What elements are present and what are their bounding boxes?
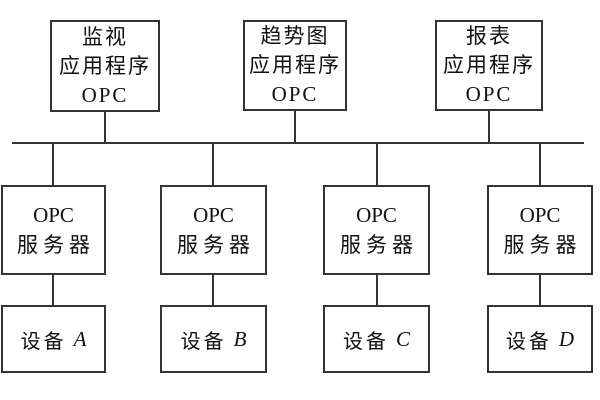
device-c-label: 设备 xyxy=(342,330,389,353)
connector-bus-to-server-3 xyxy=(376,143,378,185)
opc-server-4-line1: OPC xyxy=(519,203,561,227)
connector-bus-to-server-4 xyxy=(539,143,541,185)
connector-server-2-to-device-b xyxy=(212,275,214,305)
connector-server-4-to-device-d xyxy=(539,275,541,305)
monitor-application-line2: 应用程序 xyxy=(59,53,151,78)
device-c-id: C xyxy=(395,326,410,351)
connector-server-1-to-device-a xyxy=(52,275,54,305)
connector-bus-to-server-1 xyxy=(52,143,54,185)
trend-application-line3: OPC xyxy=(271,82,319,106)
opc-server-3-line2: 服务器 xyxy=(340,233,418,257)
connector-server-3-to-device-c xyxy=(376,275,378,305)
opc-server-4-line2: 服务器 xyxy=(503,233,582,257)
device-box-b: 设备 B xyxy=(160,305,267,373)
device-box-d: 设备 D xyxy=(487,305,593,373)
device-b-label: 设备 xyxy=(180,330,227,353)
connector-bus-to-server-2 xyxy=(212,143,214,185)
trend-application-line2: 应用程序 xyxy=(249,53,341,77)
opc-server-1-line1: OPC xyxy=(33,203,74,227)
monitor-application-box: 监视 应用程序 OPC xyxy=(50,20,160,112)
monitor-application-line1: 监视 xyxy=(82,24,128,49)
opc-server-1-line2: 服务器 xyxy=(17,233,95,257)
connector-trend-to-bus xyxy=(294,110,296,143)
trend-application-line1: 趋势图 xyxy=(260,24,330,48)
trend-application-box: 趋势图 应用程序 OPC xyxy=(243,20,347,111)
report-application-box: 报表 应用程序 OPC xyxy=(435,20,543,111)
connector-monitor-to-bus xyxy=(104,111,106,143)
opc-server-box-1: OPC 服务器 xyxy=(1,185,106,275)
opc-server-2-line2: 服务器 xyxy=(177,233,255,257)
report-application-line3: OPC xyxy=(465,82,513,106)
device-d-id: D xyxy=(558,326,575,351)
opc-server-box-2: OPC 服务器 xyxy=(160,185,267,275)
device-a-id: A xyxy=(73,326,87,351)
device-box-c: 设备 C xyxy=(323,305,430,373)
device-box-a: 设备 A xyxy=(1,305,106,373)
report-application-line1: 报表 xyxy=(466,24,512,48)
opc-server-2-line1: OPC xyxy=(193,203,234,227)
device-b-id: B xyxy=(233,326,247,351)
connector-report-to-bus xyxy=(488,110,490,143)
report-application-line2: 应用程序 xyxy=(443,53,535,77)
device-d-label: 设备 xyxy=(505,330,552,353)
device-a-label: 设备 xyxy=(20,330,67,353)
opc-server-box-4: OPC 服务器 xyxy=(487,185,593,275)
opc-server-3-line1: OPC xyxy=(356,203,397,227)
bus-line xyxy=(12,142,584,144)
monitor-application-line3: OPC xyxy=(81,82,129,107)
opc-server-box-3: OPC 服务器 xyxy=(323,185,430,275)
